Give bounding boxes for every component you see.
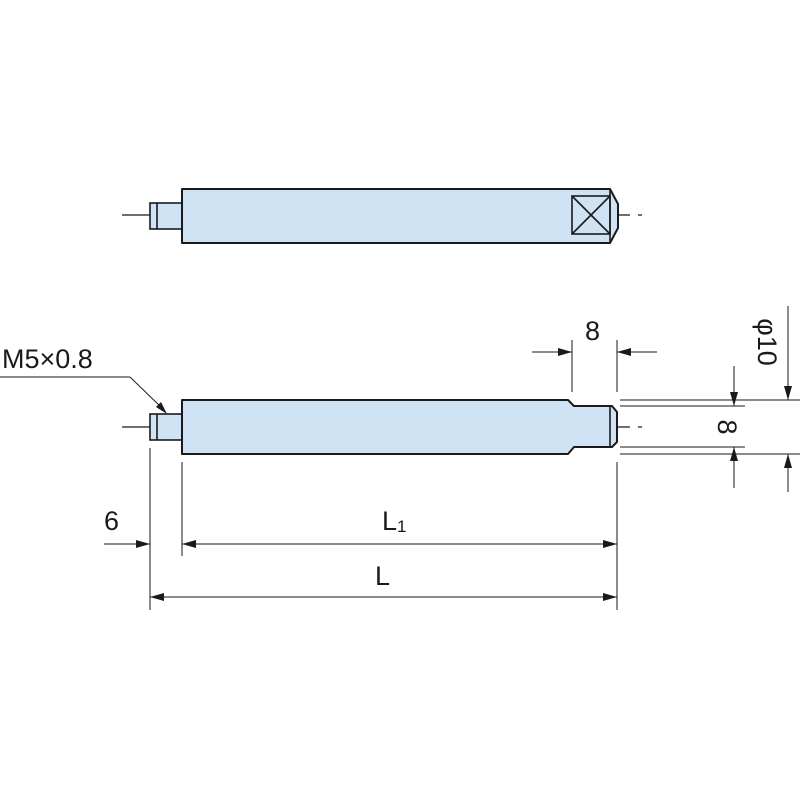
flat-height-label: 8 [712,419,742,434]
total-length-label: L [375,561,390,591]
thread-spec-label: M5×0.8 [2,344,93,374]
side-view [122,399,645,455]
top-view-shaft-body [181,188,619,244]
top-view-square-drive-end [571,195,611,235]
flat-width-label: 8 [585,316,600,346]
diameter-dimension: φ10 [620,306,800,492]
diameter-label: φ10 [752,318,782,366]
thread-leader-slant [129,376,164,410]
l1-label: L1 [382,506,407,536]
top-view [122,188,645,244]
flat-width-dimension: 8 [532,316,657,392]
side-view-threaded-stud [149,413,183,441]
thread-length-label: 6 [104,506,119,536]
thread-callout: M5×0.8 [0,344,167,414]
l1-label-sub: 1 [397,517,406,536]
flat-height-dimension: 8 [620,366,745,488]
thread-leader-arrow [156,402,167,414]
l1-label-main: L [382,506,397,536]
length-dimensions: 6 L1 L [104,448,618,610]
side-view-shaft-body [181,399,618,455]
top-view-threaded-stud [149,202,183,230]
